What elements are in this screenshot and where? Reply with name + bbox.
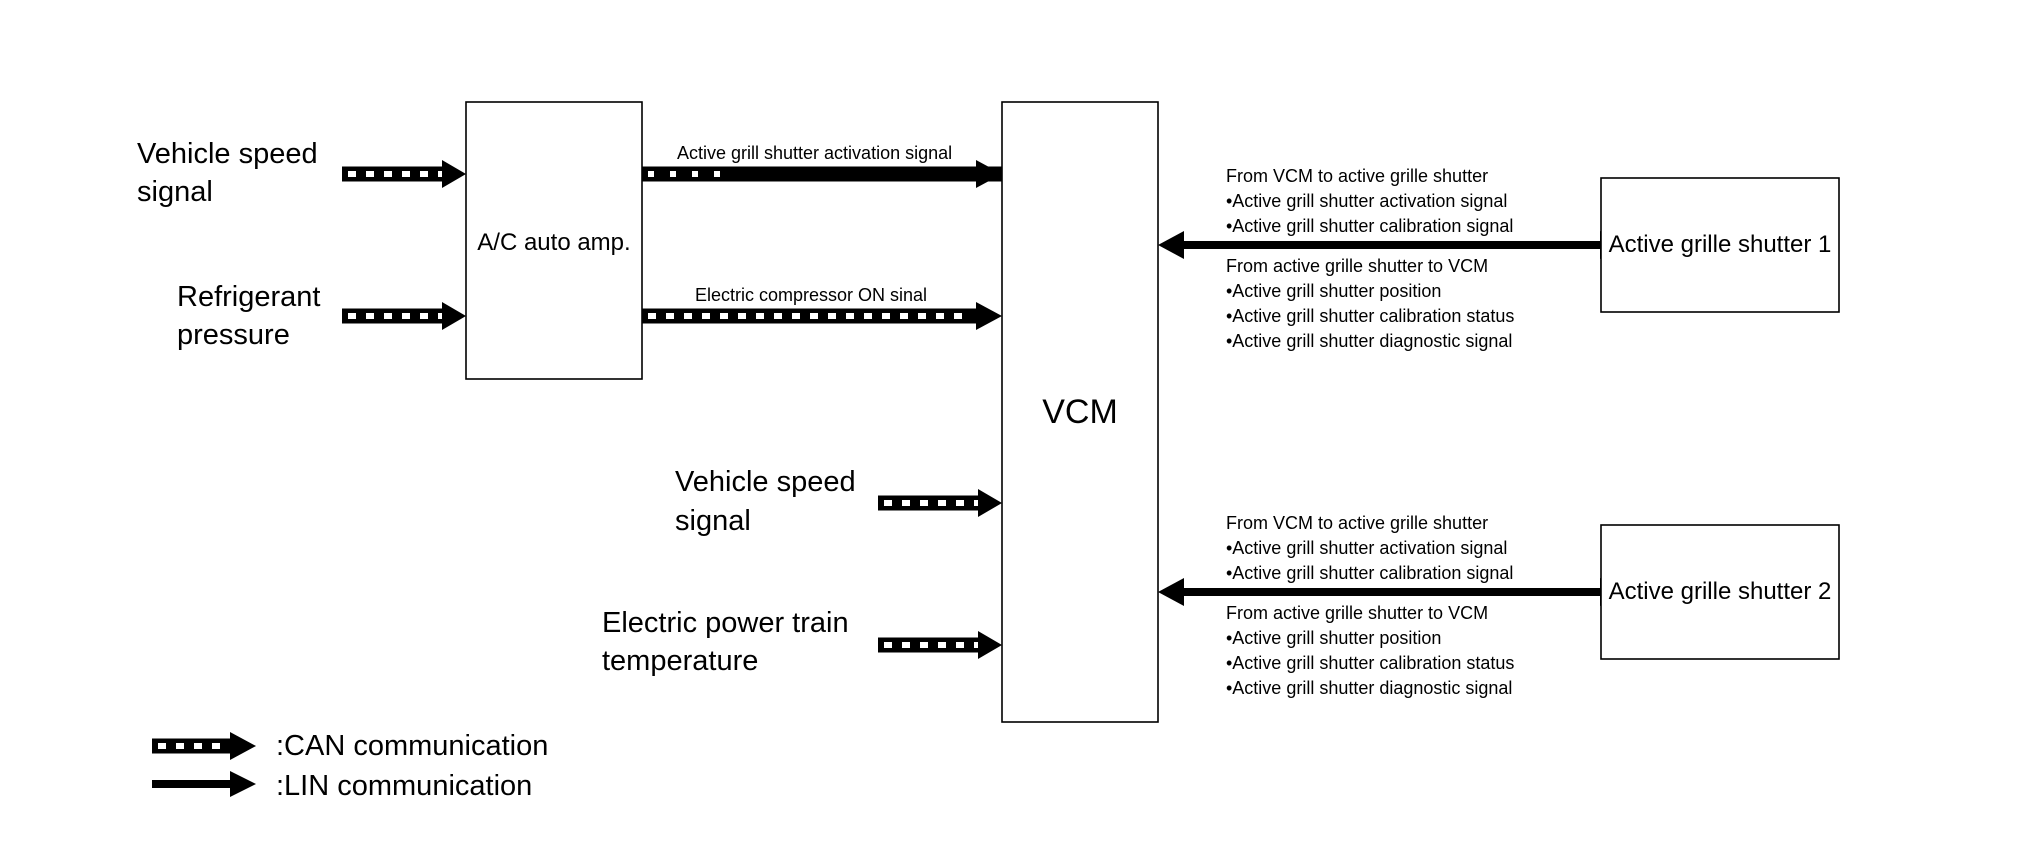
legend-lin-arrow [152, 771, 256, 797]
shutter1-lin-signals: From VCM to active grille shutter •Activ… [1226, 166, 1514, 351]
shutter2-from-item: •Active grill shutter calibration status [1226, 653, 1514, 673]
vcm-speed-label-1: Vehicle speed [675, 466, 856, 498]
amp-speed-label-2: signal [137, 176, 213, 208]
compressor-signal-label: Electric compressor ON sinal [695, 285, 927, 305]
shutter1-from-item: •Active grill shutter calibration status [1226, 306, 1514, 326]
amp-refrigerant-label-1: Refrigerant [177, 281, 320, 313]
vcm-block: VCM [1001, 101, 1159, 723]
shutter2-from-heading: From active grille shutter to VCM [1226, 603, 1488, 623]
shutter1-label: Active grille shutter 1 [1609, 231, 1832, 258]
vcm-temp-label-1: Electric power train [602, 607, 849, 639]
amp-speed-label-1: Vehicle speed [137, 138, 318, 170]
shutter1-block: Active grille shutter 1 [1600, 177, 1840, 313]
shutter2-from-item: •Active grill shutter position [1226, 628, 1441, 648]
amp-refrigerant-can-arrow [342, 302, 466, 330]
shutter2-label: Active grille shutter 2 [1609, 578, 1832, 605]
ac-auto-amp-label: A/C auto amp. [477, 229, 630, 256]
shutter2-from-item: •Active grill shutter diagnostic signal [1226, 678, 1512, 698]
vcm-temp-label-2: temperature [602, 645, 758, 677]
shutter1-from-heading: From active grille shutter to VCM [1226, 256, 1488, 276]
shutter2-to-item: •Active grill shutter calibration signal [1226, 563, 1513, 583]
amp-refrigerant-label-2: pressure [177, 319, 290, 351]
amp-speed-can-arrow [342, 160, 466, 188]
compressor-signal-can-arrow [642, 302, 1002, 330]
shutter1-to-item: •Active grill shutter calibration signal [1226, 216, 1513, 236]
shutter2-to-heading: From VCM to active grille shutter [1226, 513, 1488, 533]
shutter1-from-item: •Active grill shutter position [1226, 281, 1441, 301]
activation-signal-can-arrow [642, 160, 1002, 188]
shutter2-block: Active grille shutter 2 [1600, 524, 1840, 660]
vcm-temp-can-arrow [878, 631, 1002, 659]
legend: :CAN communication :LIN communication [152, 730, 548, 802]
shutter2-to-item: •Active grill shutter activation signal [1226, 538, 1507, 558]
vcm-speed-label-2: signal [675, 505, 751, 537]
shutter2-lin-signals: From VCM to active grille shutter •Activ… [1226, 513, 1514, 698]
shutter1-to-item: •Active grill shutter activation signal [1226, 191, 1507, 211]
vcm-speed-can-arrow [878, 489, 1002, 517]
ac-auto-amp-block: A/C auto amp. [465, 101, 643, 380]
legend-lin-label: :LIN communication [276, 770, 532, 802]
shutter1-from-item: •Active grill shutter diagnostic signal [1226, 331, 1512, 351]
shutter1-to-heading: From VCM to active grille shutter [1226, 166, 1488, 186]
activation-signal-label: Active grill shutter activation signal [677, 143, 952, 163]
legend-can-arrow [152, 732, 256, 760]
vcm-label: VCM [1042, 393, 1118, 431]
legend-can-label: :CAN communication [276, 730, 548, 762]
